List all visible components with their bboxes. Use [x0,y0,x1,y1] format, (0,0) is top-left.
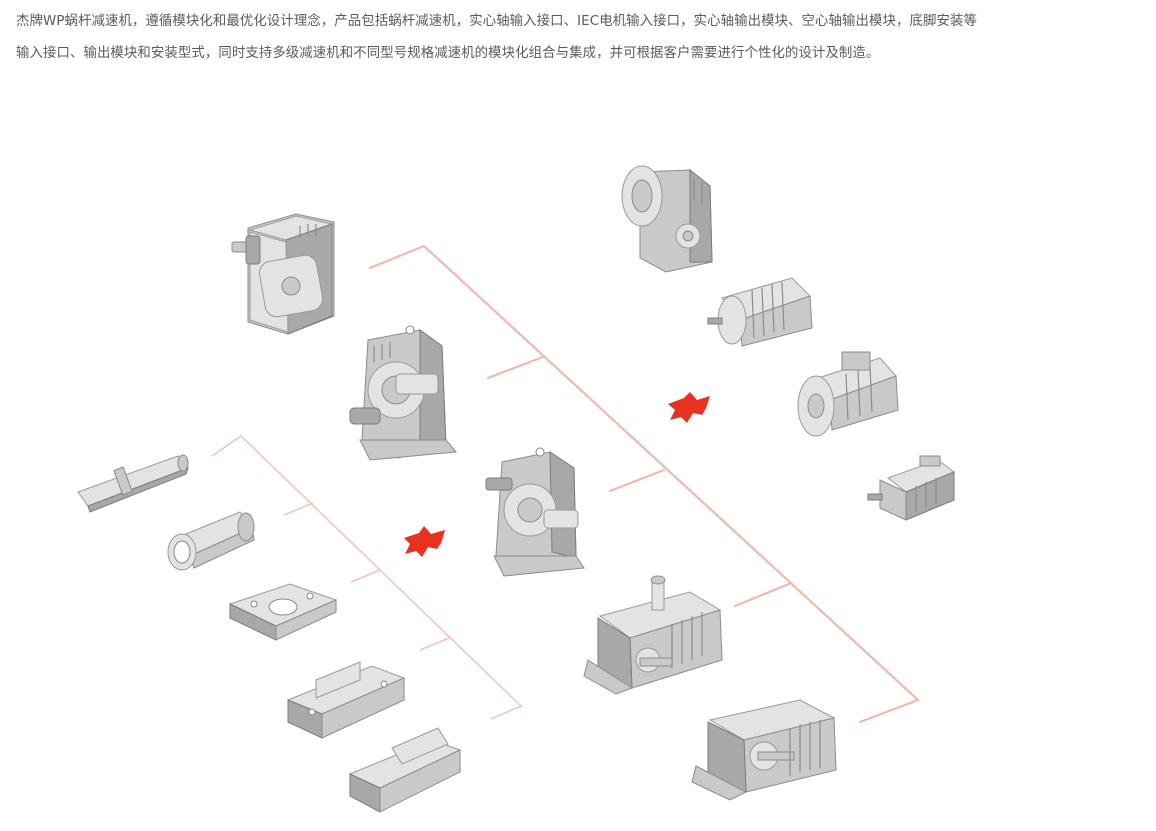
main-bracket-line [368,244,921,724]
iec-adapter-gearbox-icon [621,165,713,273]
main-branch-3 [733,582,791,608]
connector-lines [211,244,921,724]
electric-motor-icon [707,277,813,347]
left-branch-3 [419,637,450,651]
foot-mount-small-icon [348,727,462,813]
left-bracket-line [211,435,523,720]
intro-line-1: 杰牌WP蜗杆减速机，遵循模块化和最优化设计理念，产品包括蜗杆减速机，实心轴输入接… [16,14,977,29]
finned-gearbox-horizontal-icon [691,699,837,801]
intro-line-2: 输入接口、输出模块和安装型式，同时支持多级减速机和不同型号规格减速机的模块化组合… [16,46,880,61]
flange-motor-icon [797,351,899,437]
intro-text: 杰牌WP蜗杆减速机，遵循模块化和最优化设计理念，产品包括蜗杆减速机，实心轴输入接… [16,6,1146,70]
servo-motor-icon [867,455,955,521]
solid-shaft-icon [77,454,189,513]
finned-gearbox-vertical-shaft-icon [583,575,723,695]
gearbox-center-lower-icon [485,447,585,577]
left-branch-2 [350,569,381,583]
gearbox-center-upper-icon [349,325,457,461]
gearbox-large-icon [231,213,335,335]
foot-mount-icon [286,661,406,739]
main-branch-2 [608,468,666,493]
hollow-shaft-icon [167,511,255,571]
main-branch-1 [486,355,545,380]
flange-plate-icon [228,583,338,641]
left-branch-1 [283,502,314,516]
plus-sign-upper [668,392,710,423]
plus-sign-lower [404,526,445,557]
